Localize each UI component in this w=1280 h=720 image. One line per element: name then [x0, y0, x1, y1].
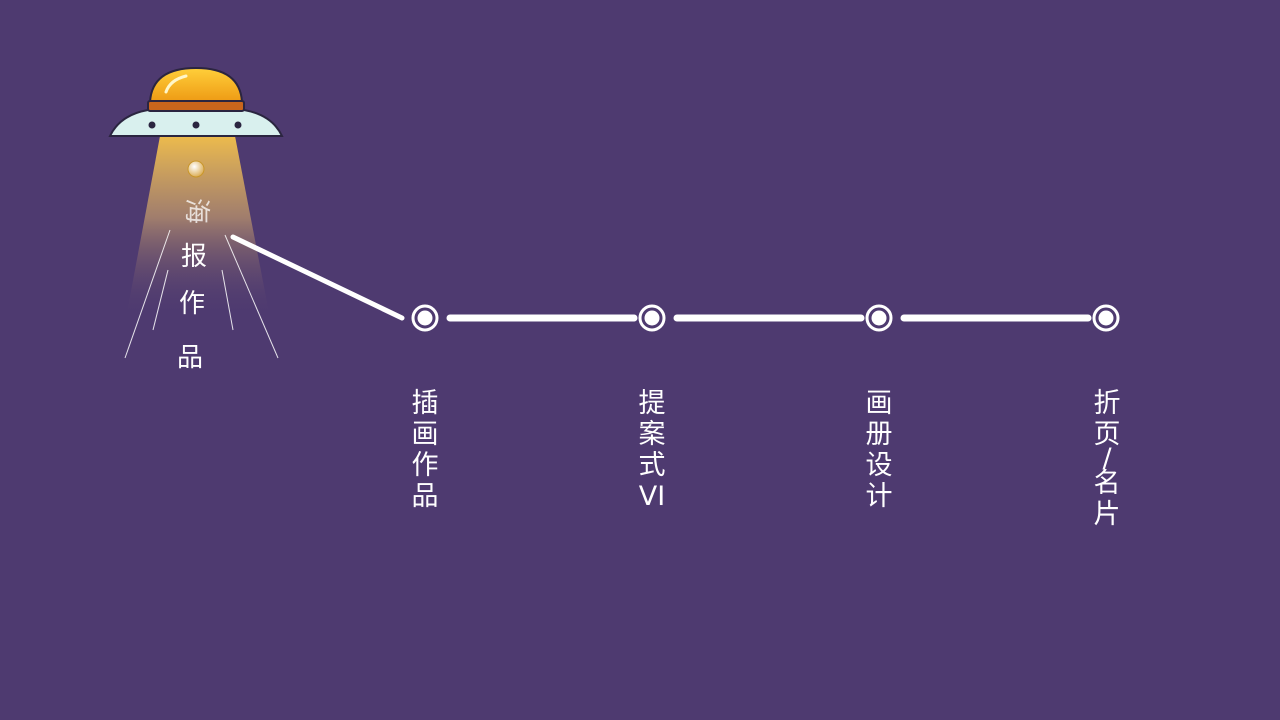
- timeline-node-ring: [1092, 304, 1120, 332]
- label-char: 计: [865, 481, 893, 512]
- beam-char-3: 作: [178, 289, 205, 319]
- connector-pointer: [230, 234, 405, 321]
- label-char: 页: [1093, 419, 1121, 450]
- ufo-icon: [108, 66, 284, 137]
- timeline-node-dot: [871, 310, 887, 326]
- timeline-label-2: 提 案 式 VI: [635, 388, 669, 512]
- timeline-node-dot: [644, 310, 660, 326]
- beam-char-1: 海: [181, 197, 211, 224]
- label-char: 设: [865, 450, 893, 481]
- label-char: 品: [411, 481, 439, 512]
- timeline-label-3: 画 册 设 计: [862, 388, 896, 512]
- timeline-node-dot: [1098, 310, 1114, 326]
- timeline-node-ring: [865, 304, 893, 332]
- timeline-node-ring: [638, 304, 666, 332]
- ufo-beam: [124, 136, 279, 359]
- timeline-node: [1092, 304, 1120, 332]
- timeline-node: [865, 304, 893, 332]
- label-char: 名: [1093, 468, 1121, 499]
- label-char: 插: [411, 388, 439, 419]
- label-char: 案: [638, 419, 666, 450]
- label-char: 式: [638, 450, 666, 481]
- label-char: /: [1102, 443, 1112, 474]
- timeline-node: [411, 304, 439, 332]
- timeline-node: [638, 304, 666, 332]
- timeline-node-ring: [411, 304, 439, 332]
- label-char: 册: [865, 419, 893, 450]
- label-char: 作: [411, 450, 439, 481]
- label-char: 提: [638, 388, 666, 419]
- timeline-node-dot: [417, 310, 433, 326]
- label-char: VI: [638, 481, 666, 512]
- timeline-label-4: 折 页 / 名 片: [1090, 388, 1124, 530]
- beam-char-4: 品: [176, 343, 203, 373]
- timeline: [411, 304, 1120, 332]
- beam-char-2: 报: [180, 242, 207, 272]
- label-char: 画: [865, 388, 893, 419]
- label-char: 画: [411, 419, 439, 450]
- label-char: 折: [1093, 388, 1121, 419]
- timeline-label-1: 插 画 作 品: [408, 388, 442, 512]
- label-char: 片: [1093, 499, 1121, 530]
